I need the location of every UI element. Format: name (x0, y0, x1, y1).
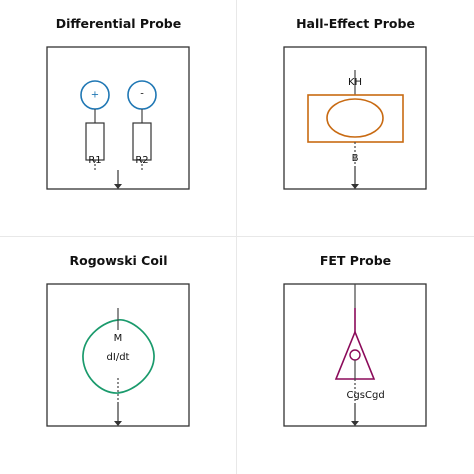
fet-probe-diagram: Cgs Cgd (283, 283, 427, 427)
differential-probe-diagram: + - R1 R2 (46, 46, 190, 190)
differential-probe-frame (46, 46, 190, 190)
hall-effect-probe-title: Hall-Effect Probe (296, 16, 415, 31)
m-label: M (114, 333, 123, 344)
rogowski-coil-diagram: M dI/dt (46, 283, 190, 427)
hall-core-ellipse (326, 98, 384, 138)
fet-probe-panel: FET Probe Cgs Cgd (237, 237, 474, 474)
fet-probe-title: FET Probe (319, 253, 392, 268)
minus-terminal-label: - (140, 89, 144, 100)
differential-probe-panel: Differential Probe + - R1 R2 (0, 0, 237, 237)
r2-label: R2 (135, 155, 148, 166)
kh-label: KH (348, 77, 362, 88)
rogowski-coil-panel: Rogowski Coil M dI/dt (0, 237, 237, 474)
fet-gate-node (349, 349, 361, 361)
r1-label: R1 (88, 155, 101, 166)
cgs-label: Cgs (346, 390, 365, 401)
output-arrow-icon (114, 421, 122, 426)
output-arrow-icon (351, 421, 359, 426)
rogowski-coil-loop (82, 319, 155, 394)
output-arrow-icon (114, 184, 122, 189)
hall-effect-probe-diagram: KH B (283, 46, 427, 190)
hall-effect-probe-panel: Hall-Effect Probe KH B (237, 0, 474, 237)
plus-terminal-label: + (91, 90, 99, 101)
cgd-label: Cgd (365, 390, 385, 401)
rogowski-coil-title: Rogowski Coil (69, 253, 168, 268)
differential-probe-title: Differential Probe (55, 16, 182, 31)
hall-sensor-element (307, 94, 404, 143)
output-arrow-icon (351, 184, 359, 189)
didt-label: dI/dt (107, 352, 130, 363)
